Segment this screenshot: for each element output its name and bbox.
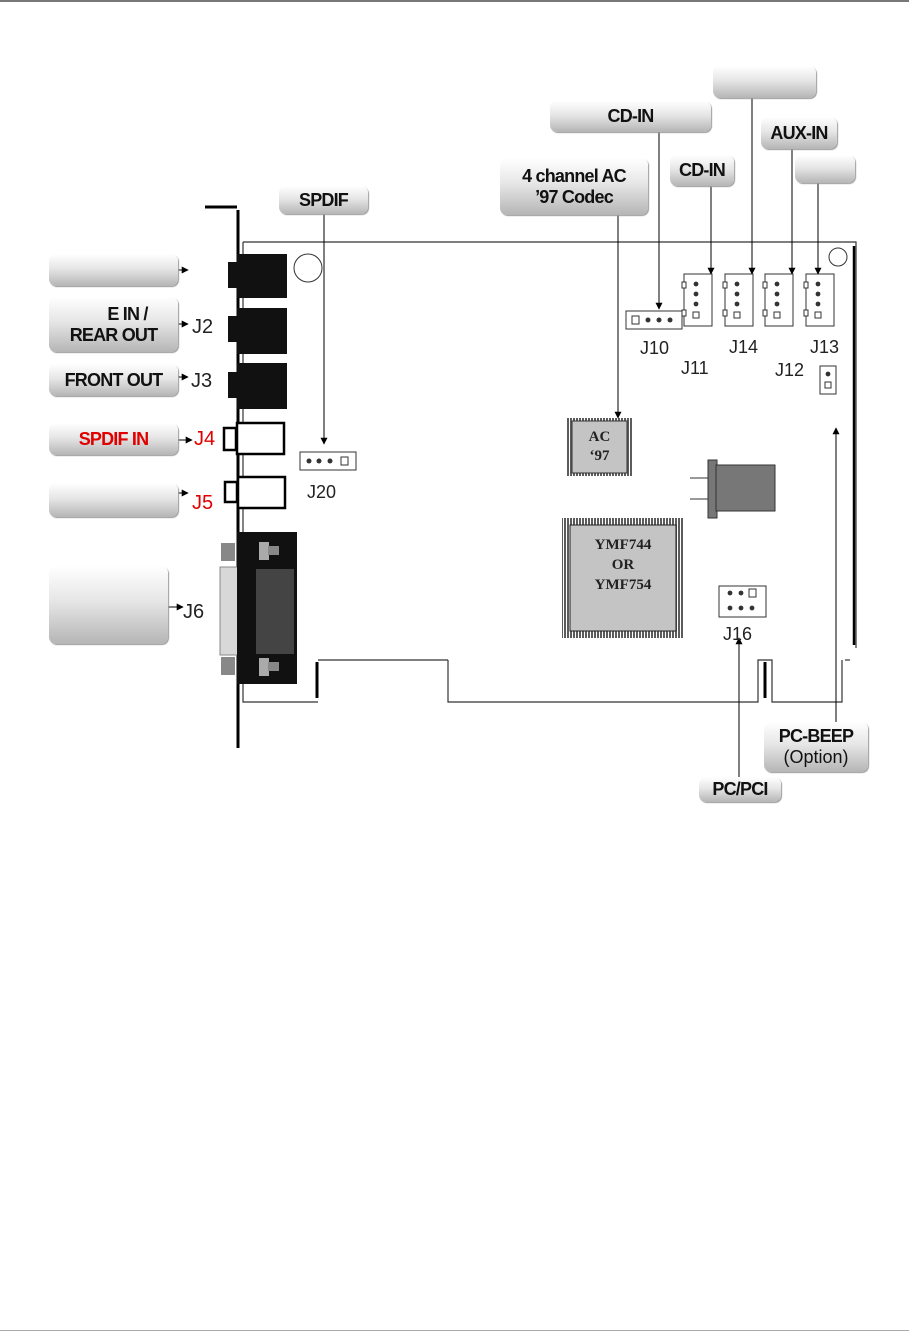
ac97-label-line1: AC bbox=[588, 429, 611, 445]
connector-j12 bbox=[762, 273, 794, 327]
optical-j4 bbox=[222, 421, 286, 456]
ymf-label-line2: OR bbox=[611, 557, 635, 573]
pc-beep-jumper bbox=[819, 365, 837, 395]
mounting-hole-left bbox=[293, 253, 323, 283]
connector-j13 bbox=[803, 273, 835, 327]
callout-spdif-in: SPDIF IN bbox=[49, 423, 178, 455]
callout-cd-in-top-text: CD-IN bbox=[607, 106, 655, 126]
label-j11: J11 bbox=[681, 358, 709, 378]
ac97-chip bbox=[566, 418, 632, 476]
callout-cd-in-top: CD-IN bbox=[550, 101, 711, 132]
callout-line-in-rear-out: E IN / REAR OUT bbox=[49, 297, 178, 352]
label-j6: J6 bbox=[183, 601, 205, 623]
callout-spdif: SPDIF bbox=[279, 186, 368, 214]
callout-pc-beep: PC-BEEP (Option) bbox=[764, 722, 868, 772]
callout-pc-beep-text: PC-BEEP bbox=[778, 726, 854, 746]
label-j3: J3 bbox=[191, 370, 213, 392]
callout-pc-pci-text: PC/PCI bbox=[712, 779, 768, 799]
callout-top-right-empty bbox=[713, 66, 816, 98]
header-j16 bbox=[718, 585, 767, 618]
label-j16: J16 bbox=[723, 624, 753, 644]
callout-spdif-out-empty bbox=[49, 483, 178, 517]
jack-j2 bbox=[228, 308, 287, 354]
callout-codec-line2: ’97 Codec bbox=[535, 186, 614, 207]
label-j5: J5 bbox=[192, 492, 214, 514]
callout-line-out-empty bbox=[49, 254, 178, 286]
ymf-chip bbox=[562, 518, 684, 638]
label-j2: J2 bbox=[192, 316, 214, 338]
ymf-label-line1: YMF744 bbox=[594, 537, 652, 553]
callout-game-port-empty bbox=[49, 566, 168, 644]
callout-cd-in-mid-text: CD-IN bbox=[679, 160, 726, 180]
label-j20: J20 bbox=[307, 482, 337, 502]
connector-j14 bbox=[722, 273, 754, 327]
label-j14: J14 bbox=[729, 337, 759, 357]
callout-aux-in: AUX-IN bbox=[761, 117, 837, 149]
game-port-j6 bbox=[219, 532, 297, 684]
jack-j3 bbox=[228, 363, 287, 409]
top-rule bbox=[0, 0, 909, 2]
mounting-hole-right bbox=[828, 247, 848, 267]
crystal bbox=[690, 459, 776, 519]
callout-front-out: FRONT OUT bbox=[49, 364, 178, 396]
callout-front-out-text: FRONT OUT bbox=[64, 369, 164, 390]
callout-cd-in-mid: CD-IN bbox=[670, 155, 734, 186]
label-j12: J12 bbox=[775, 360, 805, 380]
connector-j11 bbox=[681, 273, 713, 327]
ymf-label-line3: YMF754 bbox=[594, 577, 652, 593]
jack-line-out bbox=[228, 254, 287, 298]
callout-spdif-in-text: SPDIF IN bbox=[78, 428, 149, 449]
callout-pc-beep-option-text: (Option) bbox=[783, 747, 849, 767]
label-j13: J13 bbox=[810, 337, 840, 357]
callout-small-right-empty bbox=[795, 155, 855, 183]
label-j4: J4 bbox=[194, 428, 216, 450]
callout-pc-pci: PC/PCI bbox=[699, 777, 781, 802]
callout-aux-in-text: AUX-IN bbox=[770, 122, 828, 143]
bottom-rule bbox=[0, 1330, 909, 1331]
callout-line-in-text: E IN / bbox=[107, 303, 148, 324]
label-j10: J10 bbox=[640, 338, 670, 358]
ac97-chip-label: AC ‘97 bbox=[572, 428, 627, 466]
ac97-label-line2: ‘97 bbox=[589, 448, 610, 464]
callout-spdif-text: SPDIF bbox=[298, 189, 349, 210]
callout-rear-out-text: REAR OUT bbox=[69, 324, 158, 345]
callout-codec-line1: 4 channel AC bbox=[522, 165, 627, 186]
header-j20 bbox=[299, 451, 357, 471]
ymf-chip-label: YMF744 OR YMF754 bbox=[570, 535, 676, 595]
optical-j5 bbox=[223, 475, 287, 510]
callout-ac97-codec: 4 channel AC ’97 Codec bbox=[500, 158, 648, 215]
header-j10 bbox=[625, 310, 683, 330]
leader-lines bbox=[168, 97, 840, 785]
